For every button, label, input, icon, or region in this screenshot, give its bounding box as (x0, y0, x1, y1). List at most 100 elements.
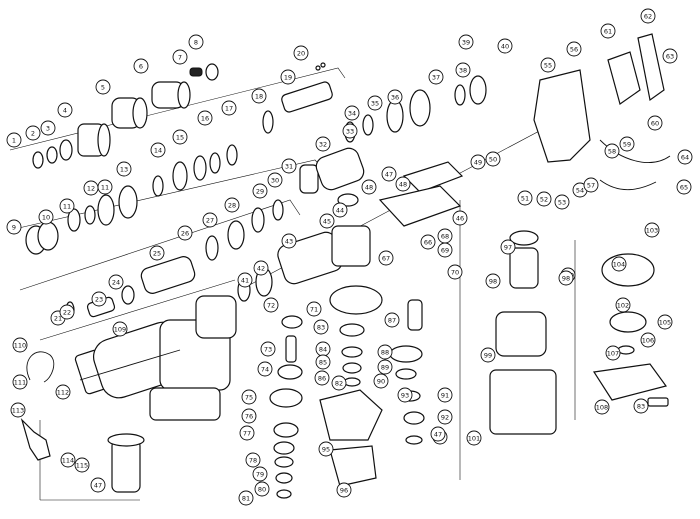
callout-5: 5 (95, 79, 111, 95)
callout-circle (387, 89, 403, 105)
callout-111: 111 (12, 374, 28, 390)
callout-number: 104 (613, 261, 625, 269)
callout-47: 47 (430, 426, 446, 442)
callout-59: 59 (619, 136, 635, 152)
hammer-body (74, 295, 237, 421)
third-row-parts (65, 199, 284, 319)
callout-53: 53 (554, 194, 570, 210)
callout-circle (500, 239, 516, 255)
callout-61: 61 (600, 23, 616, 39)
callout-79: 79 (252, 466, 268, 482)
callout-number: 84 (319, 346, 327, 354)
callout-number: 95 (322, 446, 330, 454)
callout-circle (536, 191, 552, 207)
callout-number: 89 (381, 364, 389, 372)
callout-13: 13 (116, 161, 132, 177)
callout-number: 60 (651, 120, 659, 128)
callout-number: 36 (391, 94, 399, 102)
callout-circle (177, 225, 193, 241)
callout-113: 113 (10, 402, 26, 418)
callout-number: 22 (63, 309, 71, 317)
callout-109: 109 (112, 321, 128, 337)
callout-number: 47 (385, 171, 393, 179)
callout-number: 45 (323, 218, 331, 226)
callout-circle (90, 477, 106, 493)
callout-circle (566, 41, 582, 57)
callout-circle (281, 233, 297, 249)
callout-number: 86 (318, 375, 326, 383)
callout-number: 97 (504, 244, 512, 252)
callout-number: 55 (544, 62, 552, 70)
callout-number: 17 (225, 105, 233, 113)
callout-number: 7 (178, 54, 182, 62)
callout-circle (611, 256, 627, 272)
callout-20: 20 (293, 45, 309, 61)
callout-circle (420, 234, 436, 250)
callout-circle (437, 387, 453, 403)
callout-47: 47 (381, 166, 397, 182)
callout-84: 84 (315, 341, 331, 357)
callout-number: 108 (596, 404, 608, 412)
callout-58: 58 (604, 143, 620, 159)
callout-103: 103 (644, 222, 660, 238)
callout-circle (74, 457, 90, 473)
callout-number: 73 (264, 346, 272, 354)
callout-number: 79 (256, 471, 264, 479)
callout-circle (466, 430, 482, 446)
callout-82: 82 (331, 375, 347, 391)
callout-circle (133, 58, 149, 74)
callout-number: 115 (76, 462, 88, 470)
callout-number: 69 (441, 247, 449, 255)
callout-29: 29 (252, 183, 268, 199)
callout-88: 88 (377, 344, 393, 360)
callout-number: 34 (348, 110, 356, 118)
callout-104: 104 (611, 256, 627, 272)
callout-circle (344, 105, 360, 121)
callout-circle (583, 177, 599, 193)
callout-circle (677, 149, 693, 165)
callout-number: 33 (346, 128, 354, 136)
callout-11: 11 (59, 198, 75, 214)
callout-number: 11 (101, 184, 109, 192)
callout-114: 114 (60, 452, 76, 468)
callout-number: 2 (31, 130, 35, 138)
callout-number: 106 (642, 337, 654, 345)
callout-circle (59, 198, 75, 214)
callout-number: 99 (484, 352, 492, 360)
callout-45: 45 (319, 213, 335, 229)
callout-number: 102 (617, 302, 629, 310)
callout-number: 96 (340, 487, 348, 495)
callout-circle (640, 332, 656, 348)
callout-circle (437, 409, 453, 425)
callout-number: 52 (540, 196, 548, 204)
callout-number: 71 (310, 306, 318, 314)
callout-number: 112 (57, 389, 69, 397)
callout-number: 92 (441, 414, 449, 422)
callout-95: 95 (318, 441, 334, 457)
callout-circle (485, 151, 501, 167)
callout-number: 76 (245, 413, 253, 421)
callout-number: 75 (245, 394, 253, 402)
callout-number: 91 (441, 392, 449, 400)
callout-circle (10, 402, 26, 418)
callout-number: 65 (680, 184, 688, 192)
callout-112: 112 (55, 384, 71, 400)
callout-circle (430, 426, 446, 442)
callout-65: 65 (676, 179, 692, 195)
callout-circle (336, 482, 352, 498)
callout-69: 69 (437, 242, 453, 258)
callout-circle (108, 274, 124, 290)
callout-circle (647, 115, 663, 131)
callout-number: 46 (456, 215, 464, 223)
callout-64: 64 (677, 149, 693, 165)
callout-40: 40 (497, 38, 513, 54)
callout-circle (149, 245, 165, 261)
callout-circle (644, 222, 660, 238)
callout-8: 8 (188, 34, 204, 50)
callout-circle (57, 102, 73, 118)
callout-circle (306, 301, 322, 317)
callout-24: 24 (108, 274, 124, 290)
callout-50: 50 (485, 151, 501, 167)
callout-circle (319, 213, 335, 229)
